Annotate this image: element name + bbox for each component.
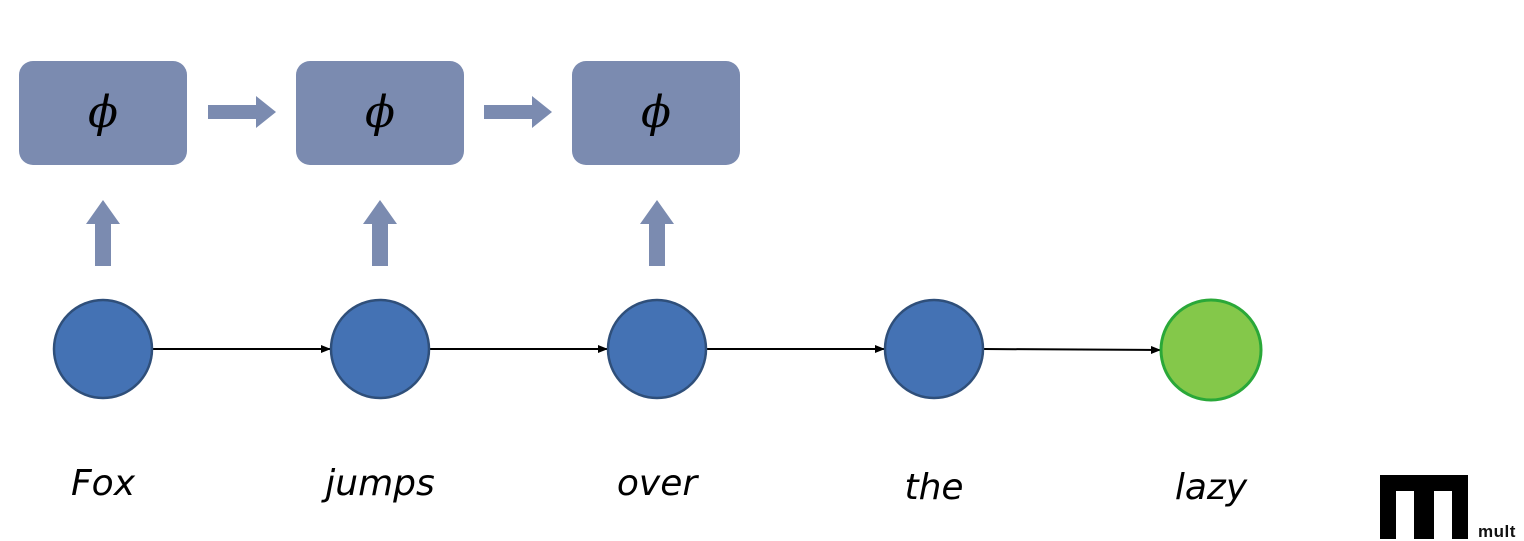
sequence-edge-4 — [982, 345, 1161, 354]
node-circle-4 — [883, 298, 985, 400]
word-label-jumps: jumps — [325, 463, 435, 504]
input-arrow-up-2 — [363, 200, 397, 266]
phi-box-3: ϕ — [572, 61, 740, 165]
node-circle-5 — [1159, 298, 1263, 402]
input-arrow-up-3 — [640, 200, 674, 266]
word-label-fox: Fox — [70, 463, 136, 504]
word-label-over: over — [616, 463, 698, 504]
node-circle-1 — [52, 298, 154, 400]
node-circle-3 — [606, 298, 708, 400]
phi-symbol: ϕ — [641, 87, 671, 138]
brand-logo: mult — [1380, 475, 1524, 541]
h-logo-icon — [1380, 475, 1468, 539]
phi-symbol: ϕ — [365, 87, 395, 138]
phi-box-1: ϕ — [19, 61, 187, 165]
word-label-the: the — [904, 467, 964, 508]
phi-box-2: ϕ — [296, 61, 464, 165]
phi-arrow-right-2 — [484, 96, 552, 128]
logo-text: mult — [1478, 522, 1516, 541]
node-circle-2 — [329, 298, 431, 400]
word-label-lazy: lazy — [1174, 467, 1248, 508]
phi-symbol: ϕ — [88, 87, 118, 138]
phi-arrow-right-1 — [208, 96, 276, 128]
input-arrow-up-1 — [86, 200, 120, 266]
